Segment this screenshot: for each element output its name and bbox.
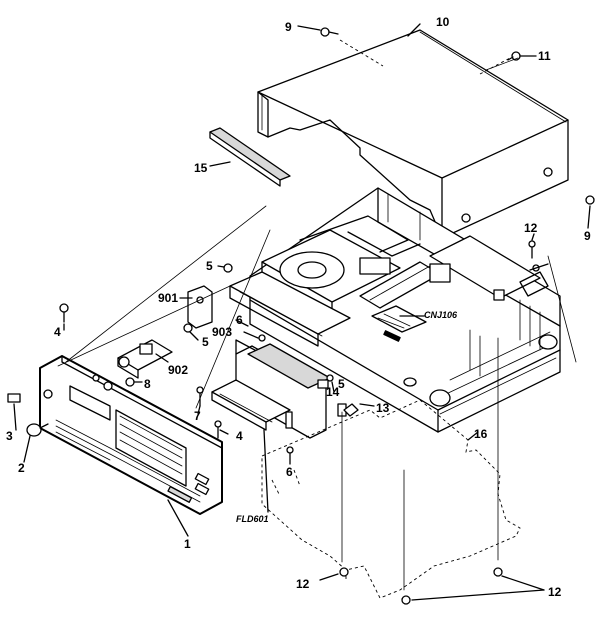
- label-15: 15: [194, 161, 208, 175]
- screw-12-upper: [528, 240, 549, 272]
- screw-4-lower: [214, 420, 222, 439]
- label-4-lower: 4: [236, 429, 243, 443]
- label-902: 902: [168, 363, 188, 377]
- panel-strip: [209, 127, 291, 187]
- label-12-upper: 12: [524, 221, 538, 235]
- assembly-lines: [57, 57, 577, 591]
- label-9-right: 9: [584, 229, 591, 243]
- knob-2: [26, 423, 49, 437]
- label-9-top: 9: [285, 20, 292, 34]
- label-901: 901: [158, 291, 178, 305]
- screw-6-lower: [286, 446, 294, 465]
- label-fld601: FLD601: [236, 514, 269, 524]
- label-12-lower-right: 12: [548, 585, 562, 599]
- cd-mechanism: [229, 215, 549, 347]
- screws: [7, 27, 595, 605]
- label-2: 2: [18, 461, 25, 475]
- label-1: 1: [184, 537, 191, 551]
- leader-lines: [13, 23, 591, 601]
- label-11: 11: [538, 49, 551, 63]
- label-16: 16: [474, 427, 488, 441]
- label-14: 14: [326, 385, 340, 399]
- display-board: [211, 339, 347, 439]
- screw-8: [125, 377, 135, 387]
- label-5-upper: 5: [206, 259, 213, 273]
- label-6-upper: 6: [236, 313, 243, 327]
- label-13: 13: [376, 401, 390, 415]
- label-3: 3: [6, 429, 13, 443]
- knob-3: [7, 393, 21, 403]
- front-bezel: [39, 355, 223, 515]
- screw-13: [343, 403, 359, 417]
- screw-9-right: [585, 195, 595, 205]
- label-10: 10: [436, 15, 450, 29]
- label-6-lower: 6: [286, 465, 293, 479]
- screw-5-lower: [326, 374, 334, 382]
- bottom-cover: [261, 399, 521, 599]
- screw-11: [507, 51, 521, 61]
- label-5-mid: 5: [202, 335, 209, 349]
- screw-6-upper: [258, 334, 266, 342]
- label-4-left: 4: [54, 325, 61, 339]
- label-7: 7: [194, 409, 201, 423]
- label-cnj106: CNJ106: [424, 310, 458, 320]
- screw-7: [196, 386, 204, 407]
- screw-9-top: [320, 27, 339, 37]
- label-12-lower-left: 12: [296, 577, 310, 591]
- callout-labels: 9 10 11 15 9 12 5 901 4 5 903 6 CNJ106 9…: [6, 15, 591, 599]
- screw-12-lower-left: [339, 567, 349, 577]
- label-5-lower: 5: [338, 377, 345, 391]
- label-8: 8: [144, 377, 151, 391]
- bracket-901: [187, 285, 213, 329]
- board-902: [103, 339, 173, 391]
- top-cover: [257, 29, 569, 239]
- screw-12-lower-right: [401, 567, 503, 605]
- screw-5-upper: [223, 263, 233, 273]
- label-903: 903: [212, 325, 232, 339]
- screw-5-mid: [183, 323, 193, 333]
- screw-4-left: [59, 303, 69, 323]
